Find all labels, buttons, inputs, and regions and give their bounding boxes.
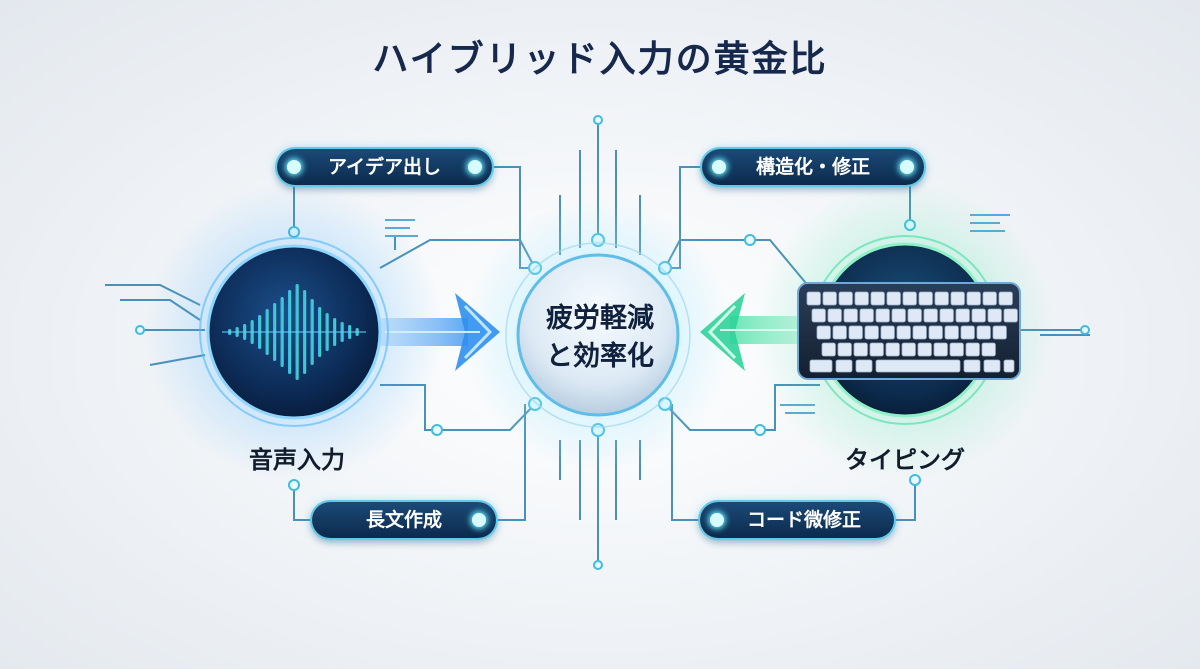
tag-idea-label: アイデア出し [327,156,442,178]
keyboard-key [966,291,981,306]
keyboard-key [886,291,901,306]
keyboard-key [835,359,853,373]
tag-code-tweak-label: コード微修正 [746,509,861,531]
voice-input-node [199,237,389,427]
tag-long-form-label: 長文作成 [365,509,442,531]
keyboard-key [816,325,831,340]
keyboard-key [843,308,858,323]
center-node [505,242,691,428]
tag-long-form: 長文作成 [312,502,496,538]
keyboard-key [1003,359,1015,373]
keyboard-key [907,308,922,323]
keyboard-key [960,325,975,340]
keyboard-key [859,308,874,323]
voice-input-label: 音声入力 [249,446,345,474]
keyboard-key [934,291,949,306]
keyboard-key [976,325,991,340]
page-title: ハイブリッド入力の黄金比 [372,39,828,80]
keyboard-key [939,308,954,323]
keyboard-key [949,342,964,357]
keyboard-key [987,308,1002,323]
keyboard-key [963,359,981,373]
keyboard-key [822,291,837,306]
keyboard-key [809,359,833,373]
keyboard-key [944,325,959,340]
tag-code-tweak: コード微修正 [700,502,894,538]
keyboard-key [896,325,911,340]
keyboard-key [832,325,847,340]
keyboard-key [950,291,965,306]
keyboard-key [806,291,821,306]
keyboard-key [891,308,906,323]
keyboard-key [917,342,932,357]
tag-idea: アイデア出し [277,149,492,185]
keyboard-key [885,342,900,357]
keyboard-key [965,342,980,357]
keyboard-key [981,342,996,357]
keyboard-key [983,359,1001,373]
typing-label: タイピング [845,446,965,474]
keyboard-key [918,291,933,306]
keyboard-key [864,325,879,340]
keyboard-key [912,325,927,340]
center-label-line1: 疲労軽減 [546,303,654,334]
keyboard-key [971,308,986,323]
keyboard-key [982,291,997,306]
tag-structure-edit-label: 構造化・修正 [755,156,870,178]
keyboard-key [838,291,853,306]
keyboard-key [923,308,938,323]
keyboard-key [837,342,852,357]
sound-wave-icon [222,284,366,380]
center-label: 疲労軽減 と効率化 [510,300,690,376]
keyboard-key [870,291,885,306]
keyboard-key [992,325,1007,340]
keyboard-key [928,325,943,340]
tag-structure-edit: 構造化・修正 [702,149,924,185]
keyboard-key [880,325,895,340]
keyboard-key [1003,308,1018,323]
keyboard-key [875,308,890,323]
keyboard-key [933,342,948,357]
typing-node [797,235,1021,425]
keyboard-key [821,342,836,357]
keyboard-key [855,359,873,373]
keyboard-key [875,359,961,373]
keyboard-key [854,291,869,306]
keyboard-key [811,308,826,323]
keyboard-key [955,308,970,323]
keyboard-key [869,342,884,357]
keyboard-key [853,342,868,357]
keyboard-key [827,308,842,323]
voice-arrow [378,293,500,371]
center-label-line2: と効率化 [546,341,654,372]
keyboard-key [901,342,916,357]
keyboard-key [998,291,1013,306]
keyboard-key [848,325,863,340]
keyboard-key [902,291,917,306]
keyboard-icon [797,282,1021,380]
